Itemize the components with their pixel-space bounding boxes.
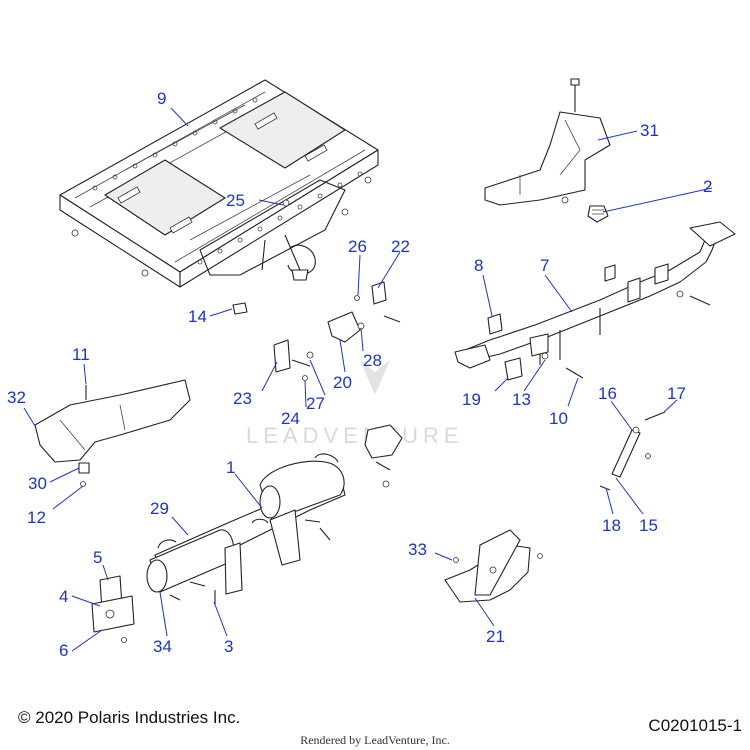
callout-14: 14 — [188, 307, 207, 326]
callout-17: 17 — [667, 384, 686, 403]
part-19-bracket — [504, 357, 523, 381]
callout-28: 28 — [363, 351, 382, 370]
callout-7: 7 — [540, 256, 549, 275]
callout-20: 20 — [333, 373, 352, 392]
callout-1: 1 — [226, 458, 235, 477]
parts-15-18-damper — [599, 411, 666, 491]
callout-numbers: 9 31 2 25 26 22 8 7 14 28 11 20 23 27 19… — [7, 89, 712, 660]
callout-9: 9 — [157, 89, 166, 108]
part-14-bumper — [232, 302, 248, 315]
part-9-cargo-frame — [59, 79, 379, 288]
callout-33: 33 — [408, 540, 427, 559]
brackets-22-28-20-23 — [273, 281, 401, 381]
callout-27: 27 — [306, 394, 325, 413]
watermark-text: LEADVENTURE — [246, 423, 464, 448]
callout-15: 15 — [639, 516, 658, 535]
callout-31: 31 — [640, 121, 659, 140]
part-13-nut — [541, 352, 549, 360]
parts-4-5-6-mount — [91, 575, 135, 643]
part-8-bracket — [487, 313, 503, 335]
part-32-side-shield — [34, 379, 191, 487]
callout-22: 22 — [391, 237, 410, 256]
leader-lines — [23, 107, 713, 652]
diagram-code: C0201015-1 — [648, 716, 742, 735]
leadventure-watermark: LEADVENTURE — [246, 360, 464, 448]
part-1-crossmember — [146, 453, 346, 605]
copyright-notice: © 2020 Polaris Industries Inc. — [18, 708, 241, 727]
callout-24: 24 — [281, 409, 300, 428]
part-2-clip — [587, 205, 609, 223]
part-7-support-tube — [454, 221, 736, 369]
callout-26: 26 — [348, 237, 367, 256]
callout-11: 11 — [72, 345, 90, 364]
rendered-by-credit: Rendered by LeadVenture, Inc. — [300, 733, 450, 747]
callout-12: 12 — [27, 508, 46, 527]
callout-2: 2 — [703, 177, 712, 196]
callout-23: 23 — [233, 389, 252, 408]
callout-5: 5 — [93, 548, 102, 567]
part-21-mount-bracket — [444, 529, 543, 603]
callout-19: 19 — [462, 390, 481, 409]
callout-29: 29 — [150, 499, 169, 518]
callout-21: 21 — [486, 627, 505, 646]
callout-10: 10 — [549, 409, 568, 428]
callout-18: 18 — [602, 516, 621, 535]
callout-3: 3 — [224, 637, 233, 656]
callout-25: 25 — [226, 191, 245, 210]
part-10-bolt — [565, 367, 584, 379]
callout-30: 30 — [28, 474, 47, 493]
callout-8: 8 — [474, 256, 483, 275]
callout-34: 34 — [153, 637, 172, 656]
part-1-clamp — [364, 424, 403, 488]
callout-13: 13 — [512, 390, 531, 409]
callout-4: 4 — [59, 587, 68, 606]
part-31-upper-shield — [484, 78, 611, 206]
callout-6: 6 — [59, 641, 68, 660]
callout-16: 16 — [598, 384, 617, 403]
callout-32: 32 — [7, 388, 26, 407]
